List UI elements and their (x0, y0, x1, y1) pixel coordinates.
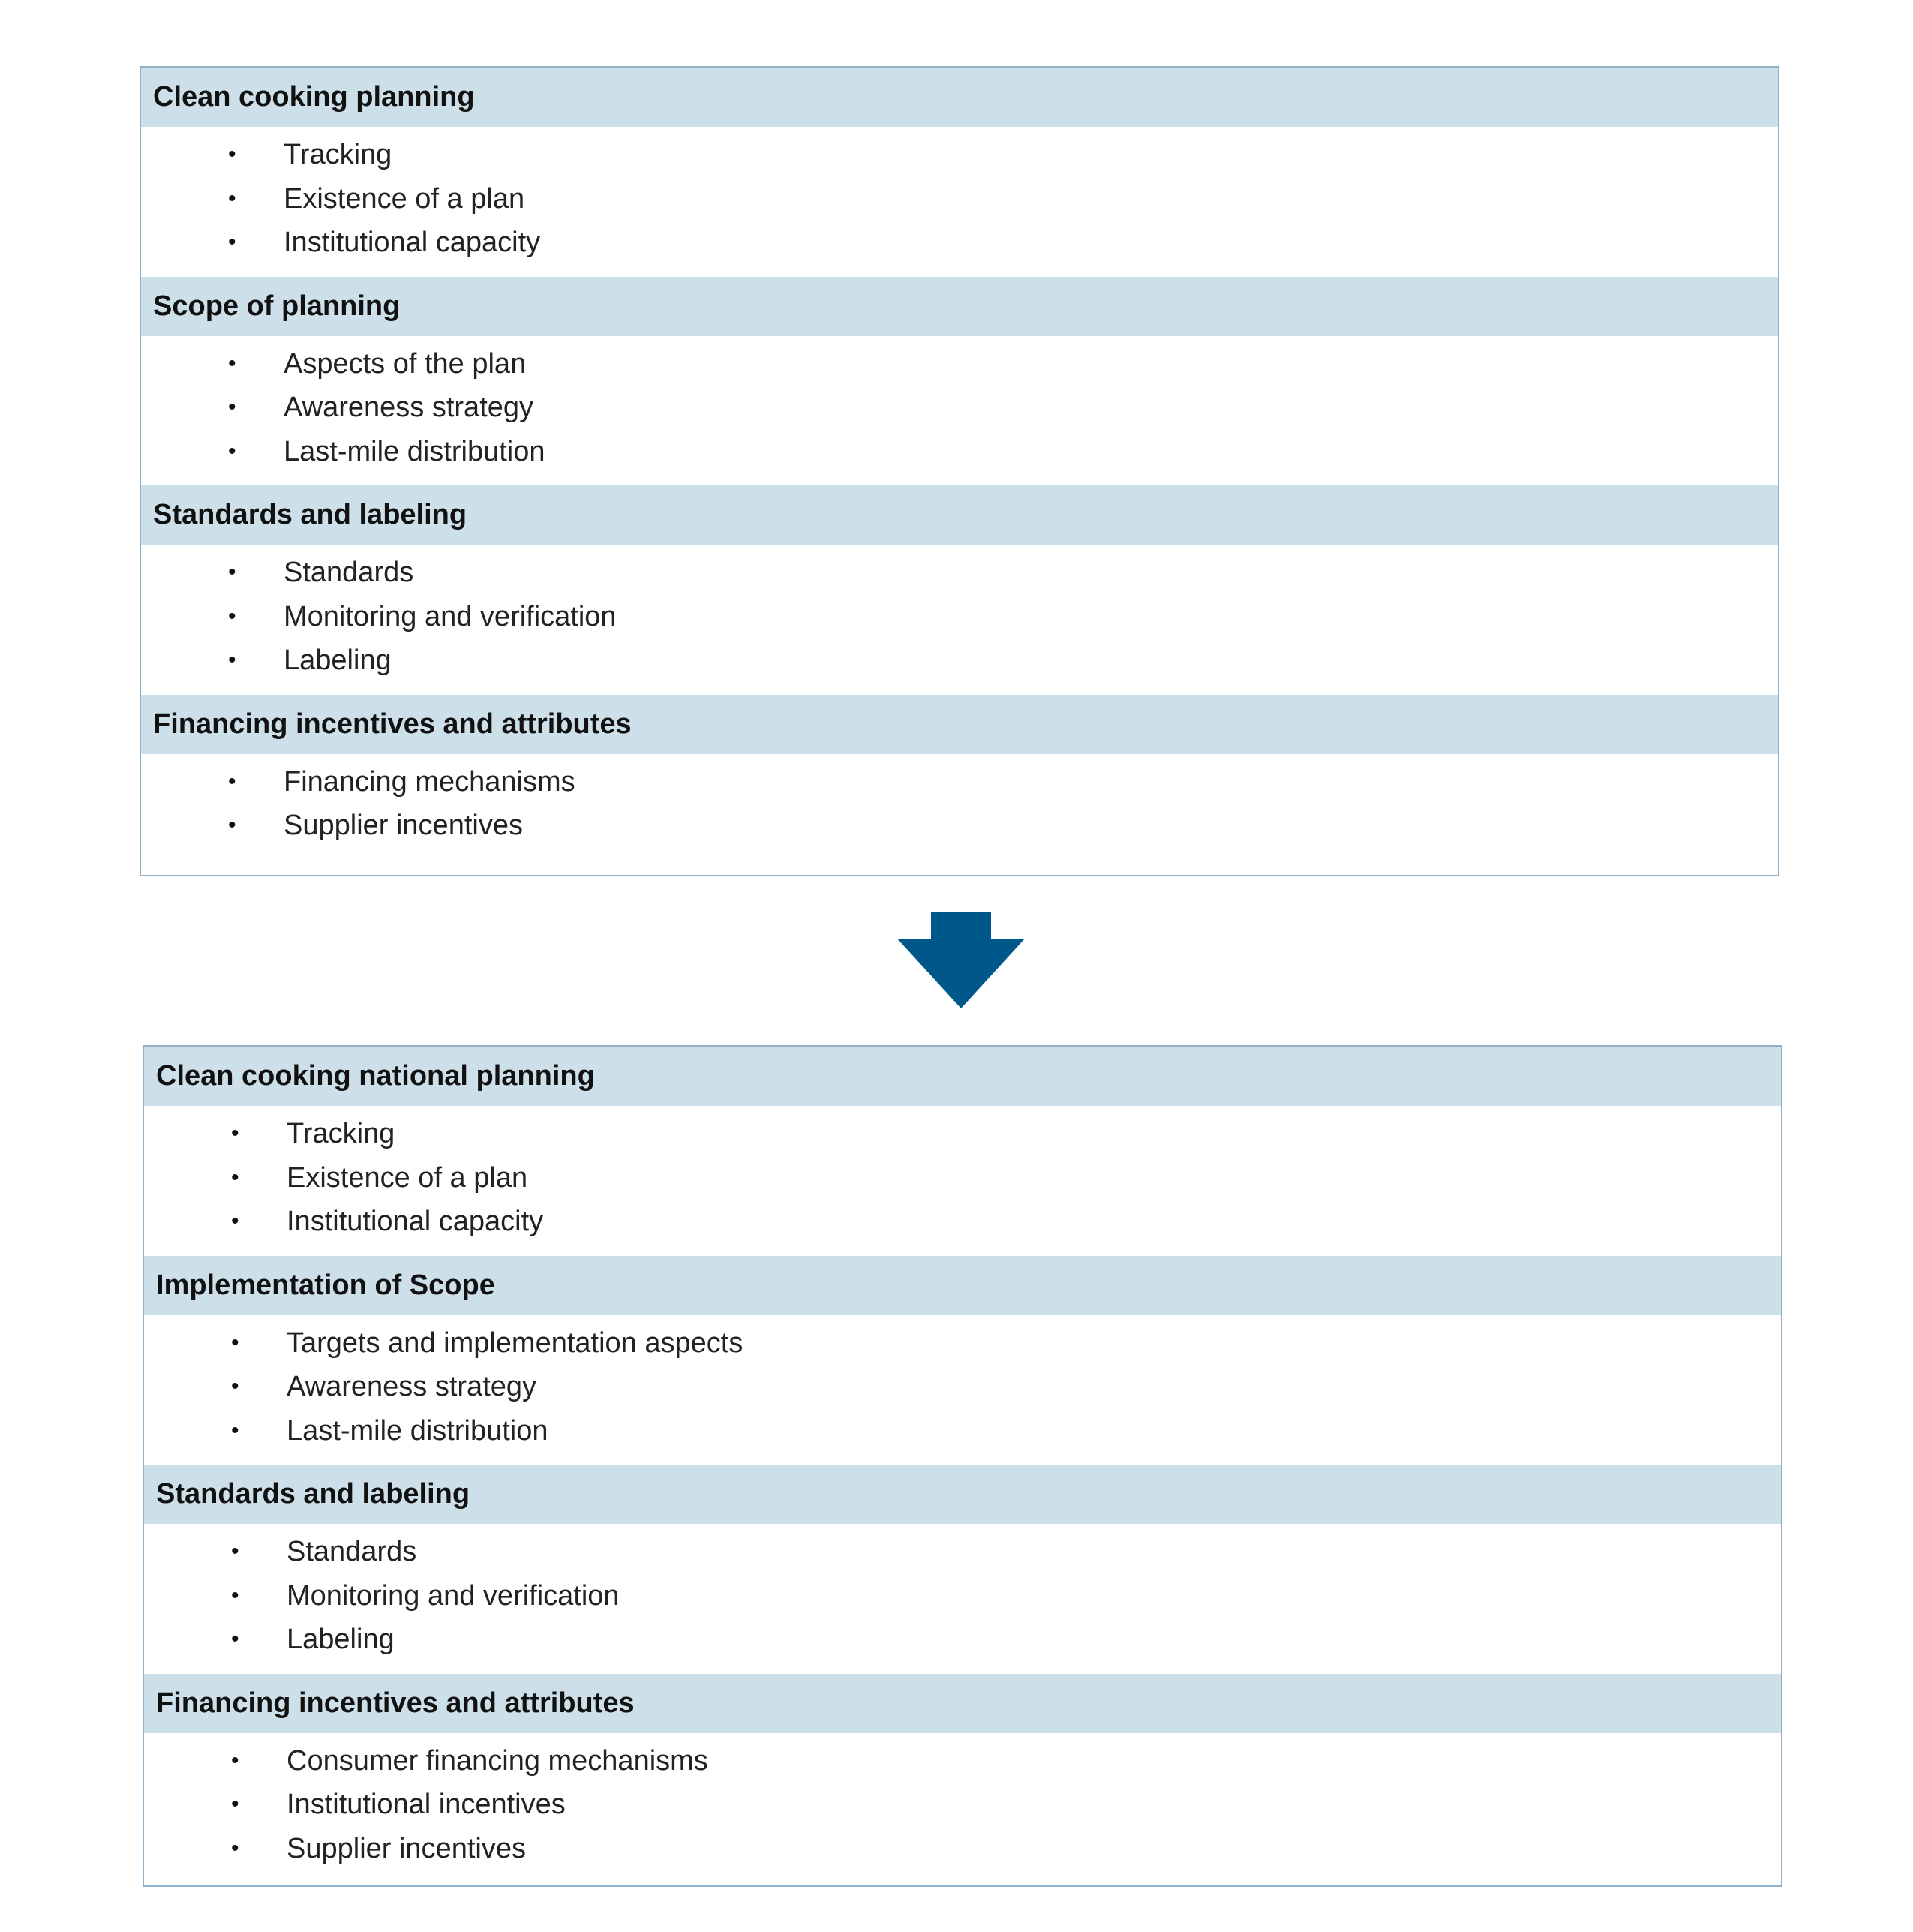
bullet-icon: • (228, 560, 236, 584)
list-item: • Existence of a plan (144, 1156, 1781, 1200)
section-header: Implementation of Scope (144, 1255, 1781, 1315)
list-item-label: Consumer financing mechanisms (287, 1744, 708, 1777)
list-item-label: Standards (287, 1536, 417, 1567)
before-framework-panel: Clean cooking planning • Tracking • Existenc… (140, 66, 1779, 876)
bullet-icon: • (231, 1582, 239, 1608)
section-item-list: • Targets and implementation aspects • Awar… (144, 1315, 1781, 1465)
list-item: • Existence of a plan (141, 177, 1778, 221)
list-item-label: Tracking (284, 139, 392, 170)
list-item: • Standards (144, 1530, 1781, 1574)
list-item: • Targets and implementation aspects (144, 1321, 1781, 1366)
list-item-label: Aspects of the plan (284, 347, 527, 380)
bullet-icon: • (228, 603, 236, 629)
list-item: • Supplier incentives (144, 1827, 1781, 1871)
bullet-icon: • (231, 1627, 239, 1651)
bullet-icon: • (231, 1747, 239, 1773)
list-item-label: Tracking (287, 1118, 395, 1149)
down-arrow-shape (897, 912, 1025, 1008)
section-item-list: • Tracking • Existence of a plan • Institutio… (144, 1106, 1781, 1256)
list-item: • Last-mile distribution (144, 1409, 1781, 1453)
list-item: • Institutional incentives (144, 1783, 1781, 1827)
list-item-label: Supplier incentives (287, 1832, 526, 1864)
list-item: • Monitoring and verification (141, 595, 1778, 639)
section-header: Standards and labeling (141, 485, 1778, 545)
list-item: • Financing mechanisms (141, 760, 1778, 804)
bullet-icon: • (228, 350, 236, 376)
bullet-icon: • (228, 185, 236, 211)
bullet-icon: • (231, 1121, 239, 1146)
section-header: Scope of planning (141, 276, 1778, 336)
list-item: • Monitoring and verification (144, 1574, 1781, 1618)
section-item-list: •Aspects of the plan•Awareness strategy•… (141, 336, 1778, 486)
list-item-label: Awareness strategy (287, 1371, 537, 1402)
list-item-label: Standards (284, 557, 414, 588)
bullet-icon: • (228, 813, 236, 837)
list-item-label: Awareness strategy (284, 392, 534, 423)
list-item-label: Monitoring and verification (284, 600, 617, 632)
bullet-icon: • (231, 1835, 239, 1861)
list-item: • Standards (141, 551, 1778, 595)
bullet-icon: • (228, 230, 236, 254)
list-item: • Consumer financing mechanisms (144, 1739, 1781, 1783)
down-arrow-icon (897, 912, 1025, 1008)
section-header: Clean cooking planning (141, 68, 1778, 127)
list-item-label: Institutional capacity (284, 227, 541, 258)
section-header: Financing incentives and attributes (141, 694, 1778, 754)
list-item-label: Last-mile distribution (284, 435, 545, 467)
after-framework-panel: Clean cooking national planning • Tracking… (143, 1045, 1782, 1887)
bullet-icon: • (231, 1209, 239, 1233)
list-item: • Aspects of the plan (141, 342, 1778, 386)
list-item-label: Financing mechanisms (284, 765, 575, 798)
list-item-label: Monitoring and verification (287, 1579, 620, 1612)
bullet-icon: • (231, 1374, 239, 1399)
list-item-label: Labeling (287, 1624, 395, 1655)
bullet-icon: • (228, 395, 236, 419)
list-item: • Labeling (141, 638, 1778, 683)
list-item-label: Existence of a plan (287, 1161, 528, 1194)
list-item-label: Institutional capacity (287, 1206, 544, 1237)
list-item: • Awareness strategy (144, 1365, 1781, 1409)
bullet-icon: • (231, 1164, 239, 1190)
bullet-icon: • (228, 648, 236, 672)
list-item: • Institutional capacity (144, 1200, 1781, 1244)
section-header: Financing incentives and attributes (144, 1673, 1781, 1733)
bullet-icon: • (228, 438, 236, 464)
list-item: • Tracking (144, 1112, 1781, 1156)
list-item-label: Last-mile distribution (287, 1414, 548, 1447)
list-item: • Labeling (144, 1618, 1781, 1662)
section-item-list: • Standards • Monitoring and verification • L… (144, 1524, 1781, 1674)
bullet-icon: • (231, 1417, 239, 1443)
section-item-list: • Consumer financing mechanisms • Instituti… (144, 1733, 1781, 1883)
bullet-icon: • (231, 1539, 239, 1564)
bullet-icon: • (228, 768, 236, 794)
list-item-label: Targets and implementation aspects (287, 1327, 743, 1359)
list-item: • Institutional capacity (141, 221, 1778, 265)
section-header: Standards and labeling (144, 1465, 1781, 1524)
bullet-icon: • (231, 1330, 239, 1355)
list-item: • Last-mile distribution (141, 430, 1778, 474)
section-header: Clean cooking national planning (144, 1047, 1781, 1106)
section-item-list: • Standards • Monitoring and verification • L… (141, 545, 1778, 695)
bullet-icon: • (231, 1792, 239, 1816)
list-item: • Supplier incentives (141, 804, 1778, 848)
list-item-label: Existence of a plan (284, 182, 525, 215)
bullet-icon: • (228, 142, 236, 167)
section-item-list: • Financing mechanisms • Supplier incentive… (141, 754, 1778, 860)
list-item: • Awareness strategy (141, 386, 1778, 430)
list-item: • Tracking (141, 133, 1778, 177)
list-item-label: Supplier incentives (284, 810, 523, 841)
list-item-label: Labeling (284, 645, 392, 676)
section-item-list: • Tracking • Existence of a plan • Institutio… (141, 127, 1778, 277)
list-item-label: Institutional incentives (287, 1789, 566, 1820)
